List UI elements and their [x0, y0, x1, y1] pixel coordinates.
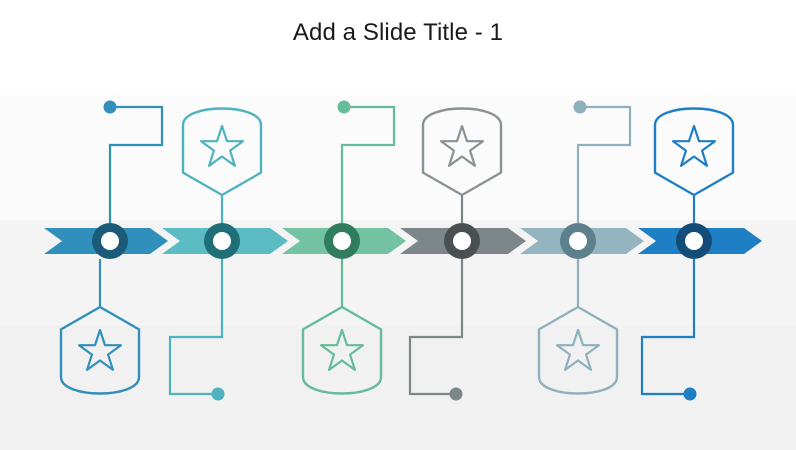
endpoint-dot-layer — [103, 100, 697, 401]
badge-shield-step-5[interactable] — [537, 305, 619, 395]
badge-shield-step-3[interactable] — [301, 305, 383, 395]
background-band-upper — [0, 95, 796, 220]
badge-layer — [59, 107, 735, 395]
badge-shield-step-4[interactable] — [421, 107, 503, 197]
node-center-step-5[interactable] — [569, 232, 587, 250]
star-icon-step-4 — [439, 124, 485, 167]
lead-line-step-6 — [640, 259, 696, 396]
endpoint-dot-step-4[interactable] — [449, 387, 463, 401]
star-icon-step-1 — [77, 328, 123, 371]
node-center-step-3[interactable] — [333, 232, 351, 250]
lead-line-step-4 — [408, 259, 464, 396]
node-center-step-2[interactable] — [213, 232, 231, 250]
lead-line-step-3 — [340, 105, 396, 223]
node-center-step-4[interactable] — [453, 232, 471, 250]
star-icon-step-2 — [199, 124, 245, 167]
connector-layer — [98, 105, 696, 396]
endpoint-dot-step-2[interactable] — [211, 387, 225, 401]
badge-shield-step-6[interactable] — [653, 107, 735, 197]
star-icon-step-6 — [671, 124, 717, 167]
endpoint-dot-step-6[interactable] — [683, 387, 697, 401]
star-icon-step-5 — [555, 328, 601, 371]
endpoint-dot-step-1[interactable] — [103, 100, 117, 114]
endpoint-dot-step-3[interactable] — [337, 100, 351, 114]
lead-line-step-1 — [108, 105, 164, 223]
endpoint-dot-step-5[interactable] — [573, 100, 587, 114]
badge-shield-step-1[interactable] — [59, 305, 141, 395]
node-center-step-1[interactable] — [101, 232, 119, 250]
lead-line-step-5 — [576, 105, 632, 223]
chevron-layer — [44, 228, 762, 254]
node-layer — [92, 223, 712, 259]
badge-shield-step-2[interactable] — [181, 107, 263, 197]
page-title: Add a Slide Title - 1 — [292, 19, 504, 46]
background-band-top — [0, 0, 796, 95]
lead-line-step-2 — [168, 259, 224, 396]
star-icon-step-3 — [319, 328, 365, 371]
node-center-step-6[interactable] — [685, 232, 703, 250]
